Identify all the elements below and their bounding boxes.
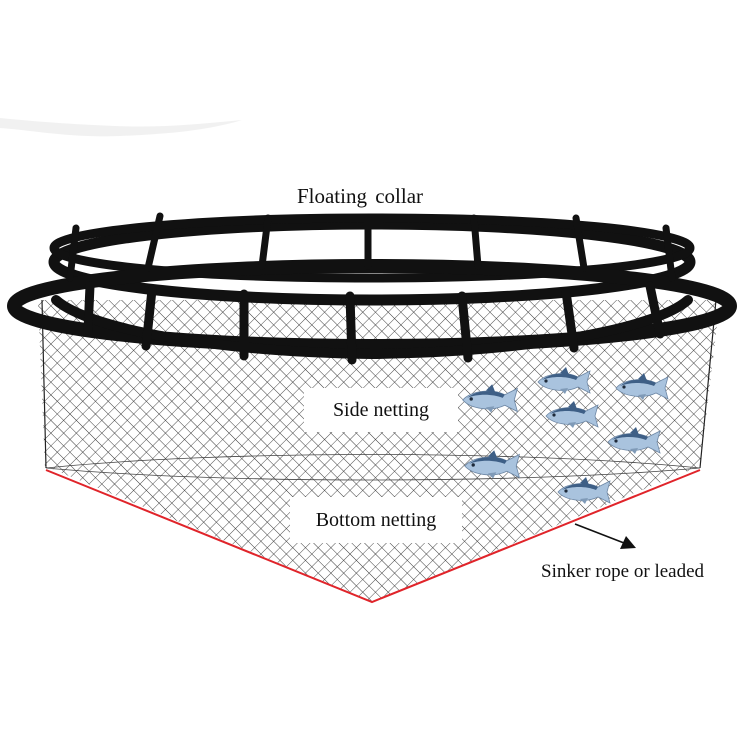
floating-collar — [7, 212, 737, 365]
bottom-netting-label: Bottom netting — [290, 497, 462, 543]
side-netting-label: Side netting — [304, 388, 458, 432]
background-smudge — [0, 118, 242, 137]
sinker-rope-label: Sinker rope or leaded — [541, 561, 705, 582]
sinker-rope — [45, 469, 701, 604]
arrow-right-icon — [574, 523, 636, 549]
floating-collar-label: Floating collar — [296, 184, 424, 208]
